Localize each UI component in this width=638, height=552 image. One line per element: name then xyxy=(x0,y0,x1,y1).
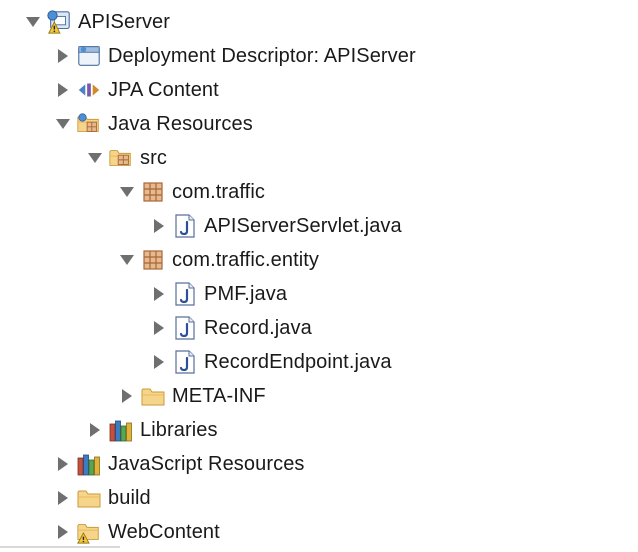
tree-node-src[interactable]: src xyxy=(0,141,638,175)
project-warning-icon xyxy=(46,9,72,35)
tree-node-libraries[interactable]: Libraries xyxy=(0,413,638,447)
java-file-icon xyxy=(172,281,198,307)
expand-toggle-javascript-resources[interactable] xyxy=(54,455,72,473)
libraries-label: Libraries xyxy=(140,419,218,441)
divider xyxy=(0,546,120,548)
package-icon xyxy=(140,179,166,205)
tree-node-webcontent[interactable]: WebContent xyxy=(0,515,638,549)
jpa-content-icon xyxy=(76,77,102,103)
package-label: com.traffic.entity xyxy=(172,249,320,271)
jpa-content-label: JPA Content xyxy=(108,79,219,101)
expand-toggle-com-traffic-entity[interactable] xyxy=(118,251,136,269)
java-resources-label: Java Resources xyxy=(108,113,253,135)
folder-label: WebContent xyxy=(108,521,220,543)
tree-node-apiserverservlet[interactable]: APIServerServlet.java xyxy=(0,209,638,243)
project-name: APIServer xyxy=(78,11,171,33)
expand-toggle-recordendpoint[interactable] xyxy=(150,353,168,371)
package-icon xyxy=(140,247,166,273)
expand-toggle-libraries[interactable] xyxy=(86,421,104,439)
tree-node-com-traffic-entity[interactable]: com.traffic.entity xyxy=(0,243,638,277)
expand-toggle-pmf[interactable] xyxy=(150,285,168,303)
src-label: src xyxy=(140,147,167,169)
folder-label: build xyxy=(108,487,151,509)
tree-node-java-resources[interactable]: Java Resources xyxy=(0,107,638,141)
file-label: PMF.java xyxy=(204,283,288,305)
java-file-icon xyxy=(172,315,198,341)
expand-toggle-webcontent[interactable] xyxy=(54,523,72,541)
expand-toggle-jpa-content[interactable] xyxy=(54,81,72,99)
expand-toggle-meta-inf[interactable] xyxy=(118,387,136,405)
source-folder-icon xyxy=(108,145,134,171)
folder-warning-icon xyxy=(76,519,102,545)
file-label: APIServerServlet.java xyxy=(204,215,402,237)
deployment-descriptor-icon xyxy=(76,43,102,69)
expand-toggle-com-traffic[interactable] xyxy=(118,183,136,201)
expand-toggle-java-resources[interactable] xyxy=(54,115,72,133)
tree-node-jpa-content[interactable]: JPA Content xyxy=(0,73,638,107)
folder-icon xyxy=(140,383,166,409)
tree-node-record[interactable]: Record.java xyxy=(0,311,638,345)
tree-node-javascript-resources[interactable]: JavaScript Resources xyxy=(0,447,638,481)
tree-node-apiserver[interactable]: APIServer xyxy=(0,5,638,39)
file-label: RecordEndpoint.java xyxy=(204,351,392,373)
expand-toggle-record[interactable] xyxy=(150,319,168,337)
tree-node-meta-inf[interactable]: META-INF xyxy=(0,379,638,413)
expand-toggle-apiserverservlet[interactable] xyxy=(150,217,168,235)
file-label: Record.java xyxy=(204,317,312,339)
java-resources-icon xyxy=(76,111,102,137)
tree-node-recordendpoint[interactable]: RecordEndpoint.java xyxy=(0,345,638,379)
libraries-icon xyxy=(108,417,134,443)
expand-toggle-src[interactable] xyxy=(86,149,104,167)
javascript-resources-label: JavaScript Resources xyxy=(108,453,305,475)
expand-toggle-apiserver[interactable] xyxy=(24,13,42,31)
expand-toggle-build[interactable] xyxy=(54,489,72,507)
folder-icon xyxy=(76,485,102,511)
tree-node-build[interactable]: build xyxy=(0,481,638,515)
tree-node-deployment-descriptor[interactable]: Deployment Descriptor: APIServer xyxy=(0,39,638,73)
javascript-resources-icon xyxy=(76,451,102,477)
folder-label: META-INF xyxy=(172,385,266,407)
tree-node-com-traffic[interactable]: com.traffic xyxy=(0,175,638,209)
package-label: com.traffic xyxy=(172,181,265,203)
java-file-icon xyxy=(172,349,198,375)
tree-node-pmf[interactable]: PMF.java xyxy=(0,277,638,311)
deployment-descriptor-label: Deployment Descriptor: APIServer xyxy=(108,45,416,67)
expand-toggle-deployment-descriptor[interactable] xyxy=(54,47,72,65)
java-file-icon xyxy=(172,213,198,239)
